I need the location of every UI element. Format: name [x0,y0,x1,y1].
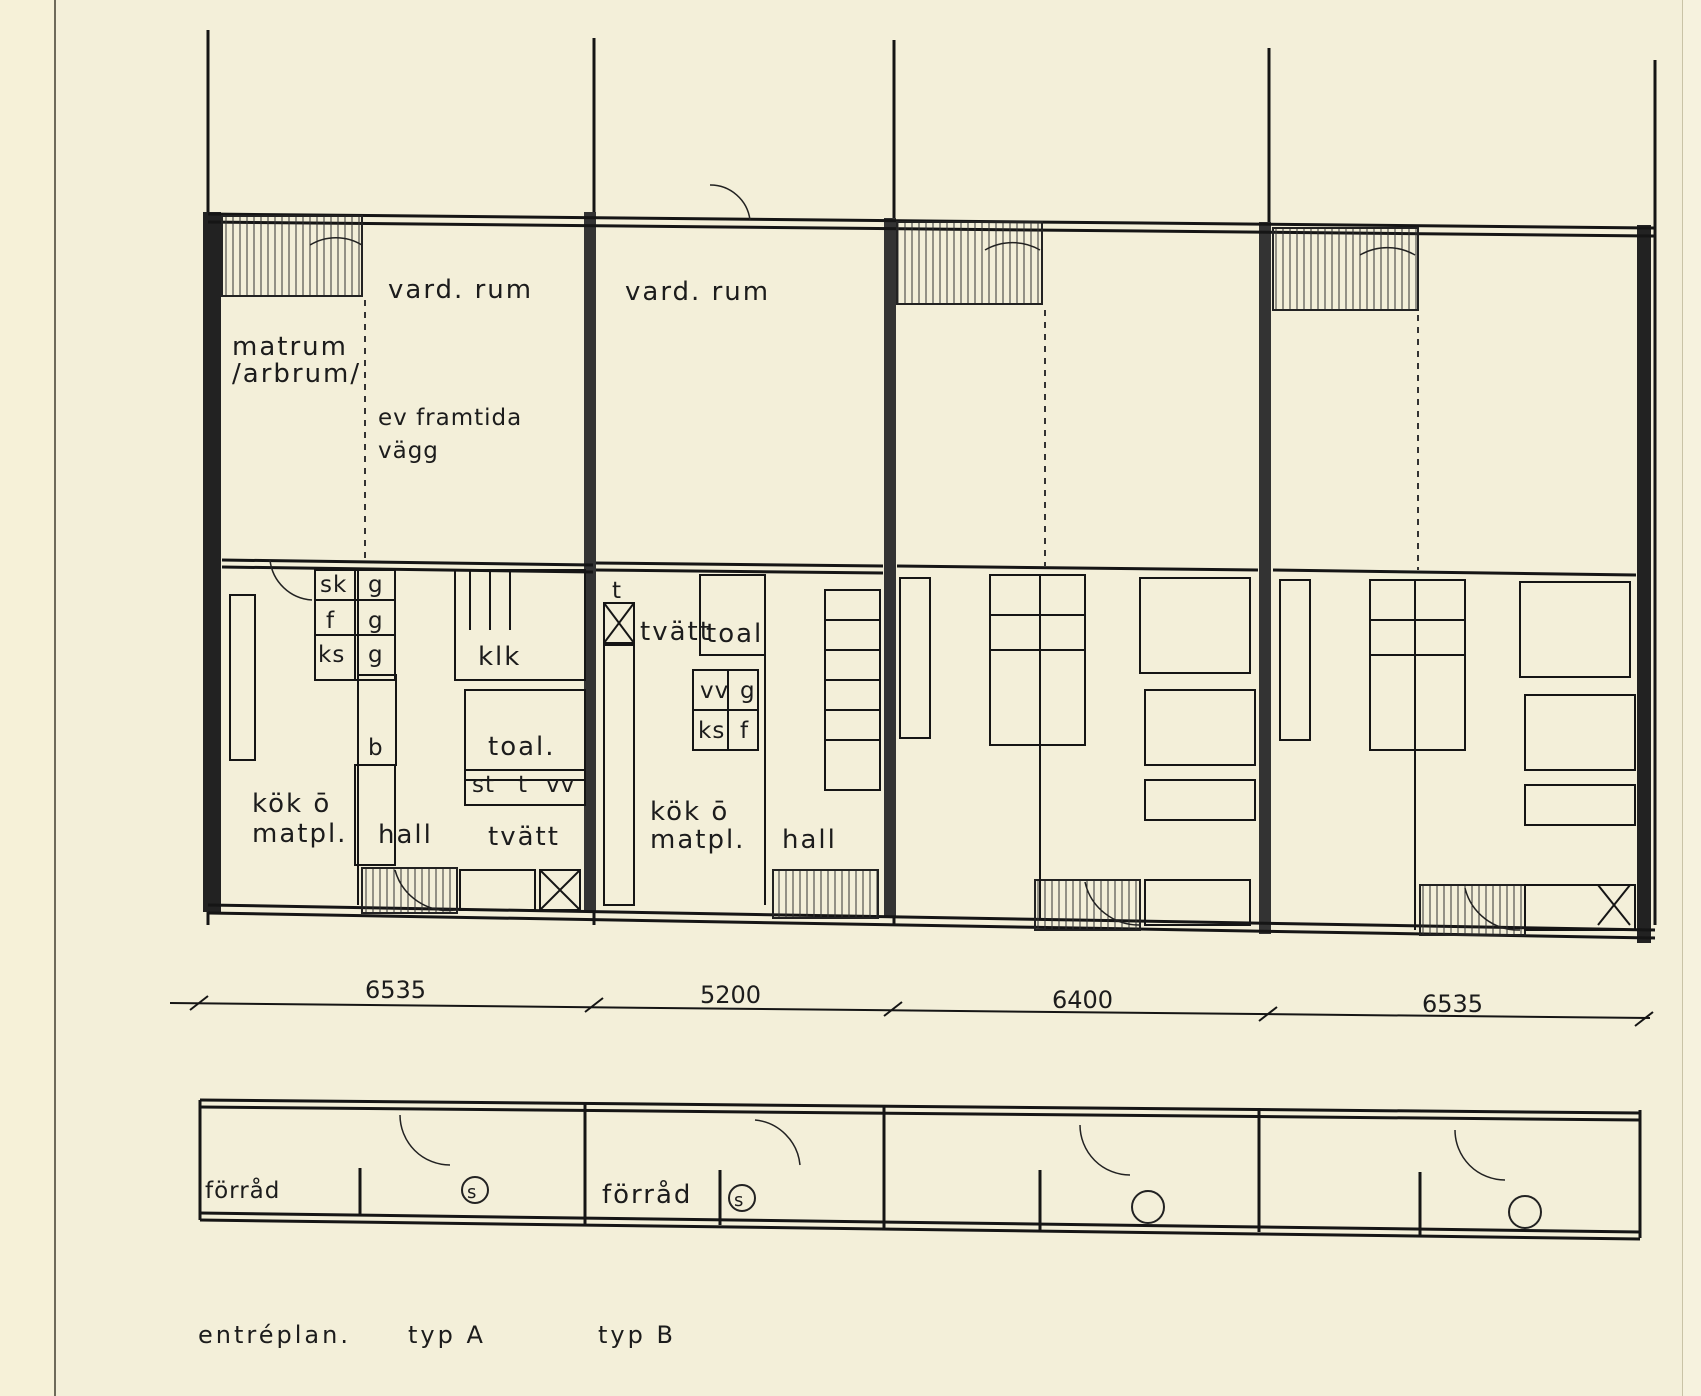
caption-typ-b: typ B [598,1321,676,1349]
binding-margin [0,0,56,1396]
label-vv2: vv [700,678,729,704]
drain-symbols [1131,1190,1542,1229]
label-vagg: vägg [378,438,439,464]
label-matpl-b: matpl. [650,825,745,855]
drain-s-b: s [728,1184,756,1212]
right-edge [1682,0,1701,1396]
label-matrum: matrum [232,332,348,362]
label-vv1: vv [546,772,575,798]
door-swings [269,184,1521,931]
caption-typ-a: typ A [408,1321,486,1349]
label-tvatt-b: tvätt [640,617,712,647]
label-t1: t [518,772,528,798]
label-hall-a: hall [378,820,433,850]
interiors-c-d [899,574,1636,931]
interiors-a [229,569,586,911]
label-kok-a: kök ō [252,789,331,819]
label-t2: t [612,578,622,604]
label-f1: f [326,608,335,634]
storage-doors [399,1114,1506,1181]
label-g2: g [368,608,384,634]
label-matpl-a: matpl. [252,819,347,849]
cross-walls [221,558,1637,577]
dimension-labels: 6535 5200 6400 6535 [365,976,1483,1018]
label-forrad-a: förråd [205,1176,280,1204]
label-arbrum: /arbrum/ [232,359,361,389]
dimension-line [169,995,1654,1027]
drain-s-a: s [461,1176,489,1204]
label-b: b [368,735,384,761]
label-ks1: ks [318,642,345,668]
storage-row [198,1098,1642,1241]
room-labels: vard. rum vard. rum matrum /arbrum/ ev f… [205,275,837,1212]
label-toal-a: toal. [488,732,556,762]
caption: entréplan. typ A typ B [198,1321,676,1349]
label-hall-b: hall [782,825,837,855]
label-forrad-b: förråd [602,1179,692,1210]
label-g1: g [368,572,384,598]
dimension-3: 6400 [1052,986,1113,1014]
party-walls [206,30,1657,925]
label-st: st [472,772,495,798]
label-vard-rum-b: vard. rum [625,277,770,307]
label-kok-b: kök ō [650,797,729,827]
dashed-walls [364,300,1419,570]
label-s1: s [467,1182,477,1203]
label-g3: g [368,642,384,668]
label-sk: sk [320,572,347,598]
label-ev-framtida: ev framtida [378,405,522,431]
dimension-2: 5200 [700,981,761,1009]
dimension-1: 6535 [365,976,426,1004]
label-vard-rum-a: vard. rum [388,275,533,305]
interiors-b [603,574,881,906]
label-f2: f [740,718,749,744]
dimension-4: 6535 [1422,990,1483,1018]
label-toal-b: toal [706,619,763,649]
label-s2: s [734,1190,744,1211]
label-ks2: ks [698,718,725,744]
label-klk: klk [478,642,521,672]
outer-walls [203,212,1651,943]
label-tvatt-a: tvätt [488,822,560,852]
caption-plan: entréplan. [198,1321,351,1349]
terraces [221,215,1526,936]
label-g4: g [740,678,756,704]
